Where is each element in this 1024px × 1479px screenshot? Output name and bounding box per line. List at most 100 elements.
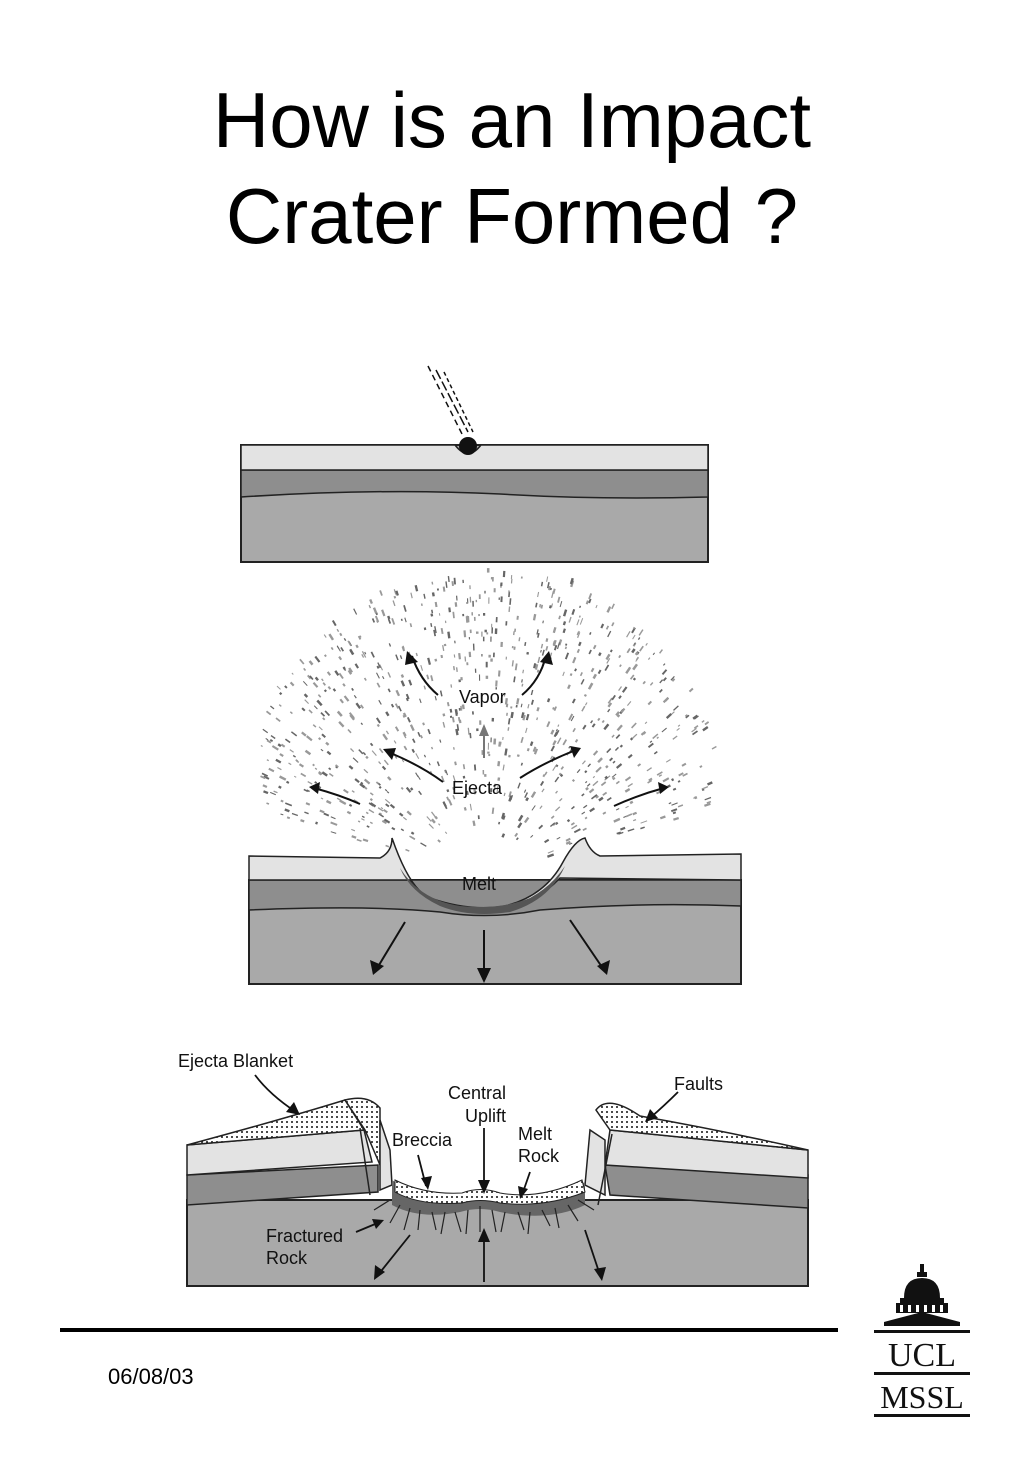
ejecta-particle (632, 663, 639, 671)
ejecta-particle (339, 698, 344, 704)
ejecta-particle (452, 665, 456, 671)
ejecta-particle (616, 714, 621, 718)
ejecta-particle (473, 788, 477, 795)
ejecta-particle (360, 704, 364, 709)
ejecta-particle (664, 697, 670, 702)
ejecta-particle (559, 600, 563, 608)
ejecta-particle (415, 753, 420, 760)
ejecta-particle (378, 761, 382, 765)
fracture-lines (373, 1199, 595, 1235)
ejecta-particle (317, 694, 322, 698)
ejecta-particle (611, 603, 615, 610)
ejecta-particle (346, 810, 352, 815)
ejecta-particle (626, 701, 632, 706)
ejecta-particle (415, 652, 418, 657)
ejecta-particle (565, 840, 571, 845)
ejecta-particle (380, 807, 384, 810)
ejecta-particle (508, 754, 511, 758)
arrowhead (479, 724, 489, 736)
ejecta-particle (602, 791, 608, 796)
ejecta-particle (516, 615, 519, 620)
ejecta-particle (440, 654, 444, 659)
ejecta-particle (556, 737, 562, 745)
ejecta-particle (520, 762, 524, 766)
ejecta-particle (434, 658, 438, 662)
stage2-middle-layer (248, 879, 742, 917)
ejecta-particle (442, 713, 446, 717)
ejecta-particle (673, 705, 679, 711)
ejecta-particle (656, 736, 659, 739)
ejecta-particle (420, 603, 423, 607)
ejecta-particle (455, 667, 458, 672)
ejecta-particle (285, 802, 293, 807)
arrowhead (597, 960, 610, 975)
ejecta-particle (359, 782, 366, 789)
ejecta-particle (556, 642, 561, 650)
ejecta-particle (542, 620, 544, 624)
ejecta-particle (536, 669, 540, 673)
ejecta-particle (659, 679, 664, 684)
ejecta-particle (289, 711, 293, 715)
ejecta-particle (369, 798, 373, 802)
ejecta-particle (394, 755, 398, 759)
ejecta-particle (677, 804, 684, 808)
ejecta-particle (508, 606, 511, 612)
ejecta-particle (376, 682, 381, 688)
ejecta-particle (270, 735, 276, 740)
ejecta-particle (286, 780, 290, 784)
ejecta-particle (656, 771, 663, 776)
ejecta-particle (418, 790, 422, 796)
ejecta-particle (328, 633, 335, 641)
ejecta-particle (605, 765, 609, 769)
slide-date: 06/08/03 (108, 1364, 194, 1389)
ejecta-particle (336, 797, 341, 801)
arrowhead (405, 651, 418, 665)
ejecta-particle (627, 783, 633, 788)
ejecta-particle (269, 705, 275, 710)
ejecta-particle (504, 748, 508, 756)
ejecta-particle (427, 657, 431, 665)
ejecta-particle (611, 734, 615, 738)
ejecta-particle (463, 630, 467, 638)
ejecta-particle (391, 618, 396, 625)
ejecta-particle (568, 713, 574, 721)
ejecta-particle (351, 835, 357, 839)
ejecta-particle (562, 609, 568, 617)
ejecta-particle (526, 747, 530, 752)
ejecta-particle (338, 656, 343, 661)
ejecta-particle (394, 703, 400, 709)
ejecta-particle (534, 664, 539, 670)
ejecta-particle (546, 576, 549, 582)
ejecta-particle (400, 680, 406, 687)
ejecta-particle (409, 623, 413, 628)
logo-rule (874, 1414, 970, 1417)
ejecta-particle (566, 818, 571, 823)
ejecta-particle (553, 644, 558, 651)
ejecta-particle (582, 724, 587, 730)
ejecta-particle (410, 592, 413, 599)
ejecta-particle (325, 741, 330, 746)
ejecta-particle (430, 811, 437, 818)
ejecta-particle (289, 749, 294, 753)
ejecta-particle (525, 797, 530, 802)
ejecta-particle (365, 755, 369, 760)
ejecta-particle (355, 644, 359, 649)
ejecta-particle (503, 792, 506, 797)
ejecta-particle (585, 600, 589, 605)
ejecta-particle (536, 717, 539, 721)
ejecta-particle (400, 674, 405, 678)
ejecta-particle (571, 608, 576, 616)
ejecta-particle (629, 800, 634, 805)
ejecta-particle (293, 775, 297, 778)
ejecta-particle (320, 797, 324, 800)
ejecta-particle (605, 625, 610, 630)
ejecta-particle (493, 783, 496, 789)
ejecta-particle (691, 727, 697, 733)
ejecta-particle (371, 750, 377, 756)
ejecta-particle (260, 744, 263, 748)
ejecta-particle (706, 800, 712, 804)
ejecta-particle (692, 714, 699, 720)
fault (597, 1133, 613, 1206)
ejecta-particle (462, 764, 466, 770)
ejecta-particle (613, 817, 621, 823)
